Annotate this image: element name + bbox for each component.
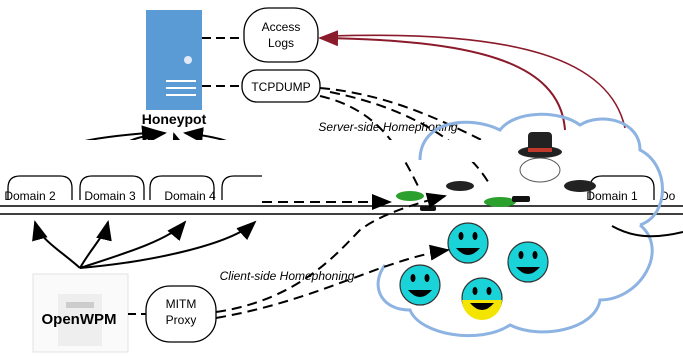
server-side-arrow-2 bbox=[319, 95, 421, 191]
spy-icon bbox=[518, 132, 562, 183]
domain-1-label: Domain 1 bbox=[586, 189, 638, 203]
smiley-icon bbox=[399, 264, 441, 306]
domain-node-partial-left bbox=[221, 175, 262, 200]
domain-4-label: Domain 4 bbox=[164, 189, 216, 203]
browser-icon bbox=[32, 273, 129, 353]
domain-1-link bbox=[611, 225, 683, 238]
domain-3-label: Domain 3 bbox=[84, 189, 136, 203]
server-side-arrow-3 bbox=[329, 91, 491, 186]
tcpdump-node: TCPDUMP bbox=[241, 69, 321, 103]
openwpm-domain-links bbox=[32, 220, 257, 269]
mitm-proxy-node: MITM Proxy bbox=[145, 285, 217, 343]
domain-node-3: Domain 3 bbox=[79, 175, 145, 203]
smiley-icon bbox=[447, 222, 489, 264]
smiley-icon bbox=[507, 241, 549, 283]
server-side-red-arrow-1 bbox=[318, 30, 566, 131]
domain-node-4: Domain 4 bbox=[149, 175, 216, 203]
openwpm-label: OpenWPM bbox=[42, 311, 117, 328]
spy-icon bbox=[484, 196, 530, 207]
cloud-shape bbox=[376, 112, 664, 338]
client-side-arrow-2 bbox=[215, 244, 450, 319]
tcpdump-label: TCPDUMP bbox=[251, 80, 310, 94]
spy-icon bbox=[446, 180, 596, 192]
access-logs-label-line2: Logs bbox=[268, 36, 294, 50]
domain-node-2: Domain 2 bbox=[4, 175, 73, 203]
client-side-arrow-1 bbox=[215, 192, 447, 313]
honeypot-label: Honeypot bbox=[142, 111, 207, 127]
domain-partial-right-label: Do bbox=[660, 189, 676, 203]
server-side-label: Server-side Homephoning bbox=[318, 120, 458, 134]
domain-2-label: Domain 2 bbox=[4, 189, 56, 203]
server-side-red-arrow-2 bbox=[329, 34, 626, 129]
domain-node-1: Domain 1 bbox=[586, 175, 655, 203]
server-icon bbox=[146, 10, 202, 110]
smiley-icon bbox=[461, 277, 503, 320]
domain-band-top-gap bbox=[0, 140, 683, 162]
access-logs-node: Access Logs bbox=[243, 7, 319, 63]
mitm-proxy-label-line1: MITM bbox=[166, 297, 197, 311]
mitm-proxy-label-line2: Proxy bbox=[166, 313, 197, 327]
access-logs-label-line1: Access bbox=[262, 20, 301, 34]
client-side-label: Client-side Homephoning bbox=[220, 269, 355, 283]
